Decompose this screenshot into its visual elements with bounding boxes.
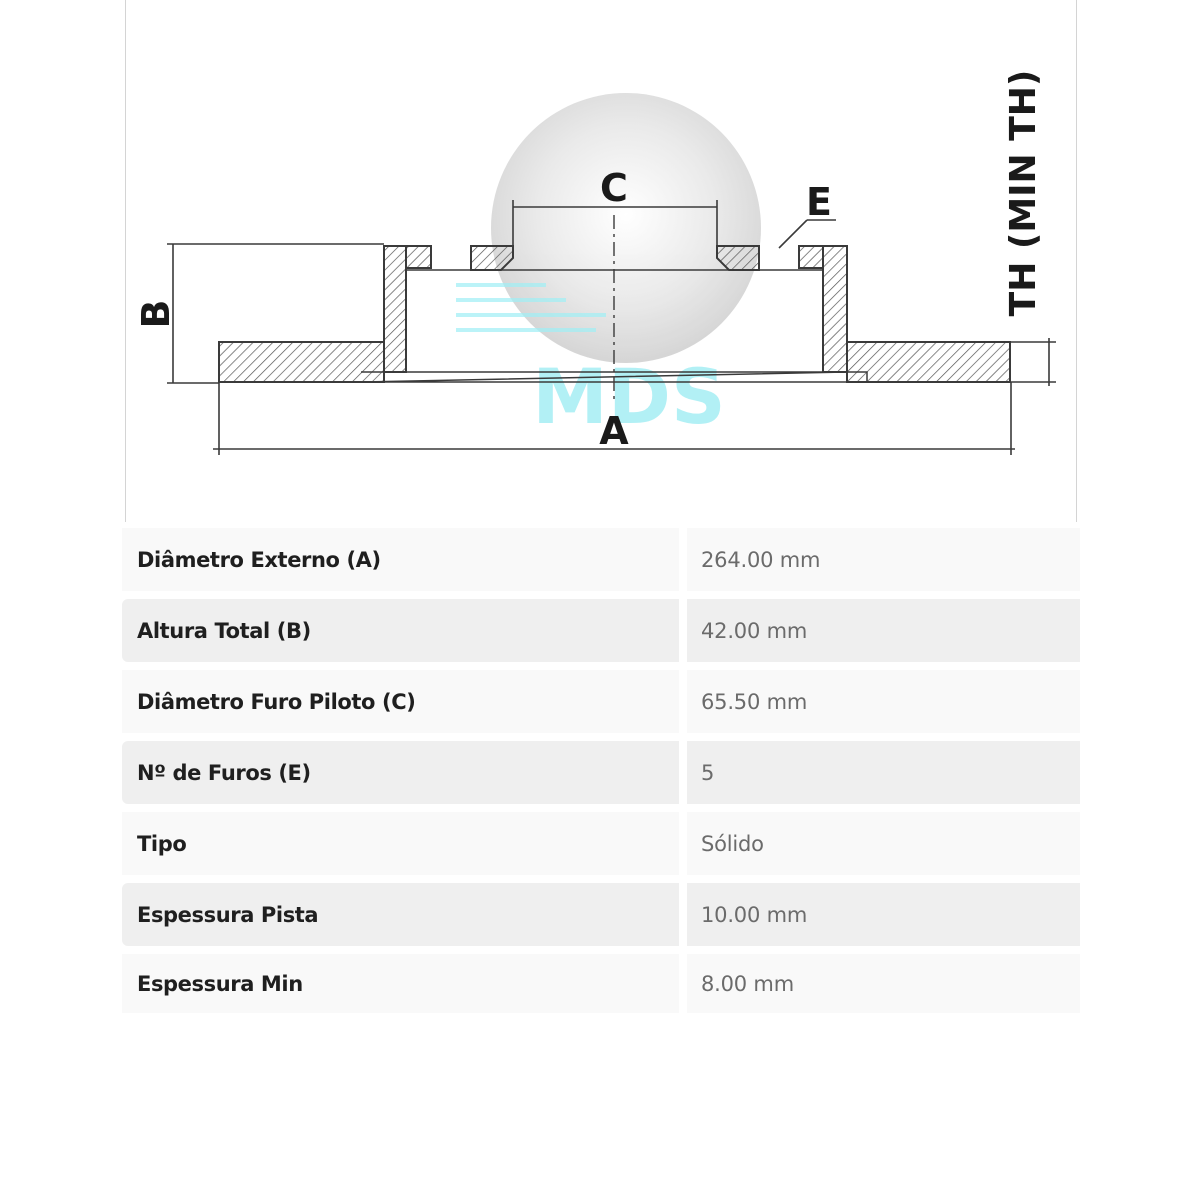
spec-value: 5 [687, 741, 1080, 804]
spec-label: Espessura Min [122, 954, 679, 1013]
spec-label: Espessura Pista [122, 883, 679, 946]
spec-value: 264.00 mm [687, 528, 1080, 591]
table-row: Espessura Pista 10.00 mm [122, 883, 1080, 946]
spec-value: 65.50 mm [687, 670, 1080, 733]
watermark-ball [491, 93, 761, 363]
label-th: TH (MIN TH) [1003, 70, 1044, 317]
spec-label: Nº de Furos (E) [122, 741, 679, 804]
spec-label: Tipo [122, 812, 679, 875]
watermark-text: MDS [532, 352, 725, 441]
table-row: Altura Total (B) 42.00 mm [122, 599, 1080, 662]
spec-label: Diâmetro Furo Piloto (C) [122, 670, 679, 733]
watermark-logo: MDS [456, 93, 761, 441]
label-a: A [599, 409, 629, 453]
label-e: E [806, 180, 832, 224]
label-c: C [600, 166, 628, 210]
table-row: Nº de Furos (E) 5 [122, 741, 1080, 804]
table-row: Tipo Sólido [122, 812, 1080, 875]
spec-value: 8.00 mm [687, 954, 1080, 1013]
specifications-table: Diâmetro Externo (A) 264.00 mm Altura To… [122, 528, 1080, 1013]
brake-disc-cross-section: MDS [134, 70, 1056, 455]
table-row: Espessura Min 8.00 mm [122, 954, 1080, 1013]
disc-section [218, 245, 1011, 383]
brake-disc-diagram: MDS [125, 0, 1077, 522]
spec-label: Altura Total (B) [122, 599, 679, 662]
spec-value: Sólido [687, 812, 1080, 875]
spec-value: 42.00 mm [687, 599, 1080, 662]
dimension-lines [167, 200, 1056, 455]
spec-label: Diâmetro Externo (A) [122, 528, 679, 591]
label-b: B [134, 300, 178, 329]
table-row: Diâmetro Externo (A) 264.00 mm [122, 528, 1080, 591]
spec-value: 10.00 mm [687, 883, 1080, 946]
table-row: Diâmetro Furo Piloto (C) 65.50 mm [122, 670, 1080, 733]
